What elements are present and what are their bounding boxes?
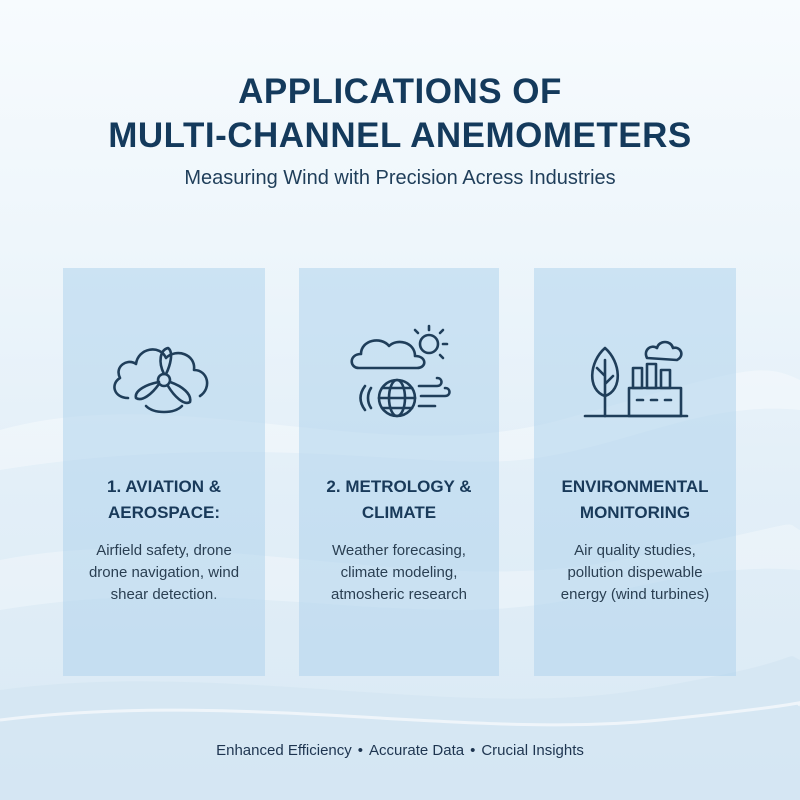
card-title-line: 2. METROLOGY & [326, 477, 472, 496]
card-desc-line: drone navigation, wind [88, 564, 240, 581]
tree-factory-icon [534, 318, 736, 428]
card-desc-line: Airfield safety, drone [96, 542, 232, 559]
card-description: Airfield safety, drone drone navigation,… [63, 540, 265, 606]
card-aviation: 1. AVIATION & AEROSPACE: Airfield safety… [63, 268, 265, 676]
propeller-cloud-icon [63, 318, 265, 428]
footer-separator: • [357, 742, 364, 759]
page-title: APPLICATIONS OF MULTI-CHANNEL ANEMOMETER… [0, 70, 800, 158]
card-metrology: 2. METROLOGY & CLIMATE Weather forecasin… [299, 268, 499, 676]
footer-item: Crucial Insights [481, 742, 584, 759]
card-title: 2. METROLOGY & CLIMATE [299, 474, 499, 526]
card-desc-line: energy (wind turbines) [560, 586, 710, 603]
card-title-line: AEROSPACE: [107, 503, 221, 522]
card-desc-line: shear detection. [110, 586, 218, 603]
footer-item: Enhanced Efficiency [216, 742, 352, 759]
title-line-1: APPLICATIONS OF [238, 72, 562, 111]
weather-globe-icon [299, 318, 499, 428]
card-title: 1. AVIATION & AEROSPACE: [63, 474, 265, 526]
card-title-line: 1. AVIATION & [107, 477, 221, 496]
card-title-line: MONITORING [579, 503, 691, 522]
title-line-2: MULTI-CHANNEL ANEMOMETERS [108, 116, 692, 155]
footer-item: Accurate Data [369, 742, 465, 759]
card-desc-line: climate modeling, [340, 564, 458, 581]
card-description: Weather forecasing, climate modeling, at… [299, 540, 499, 606]
card-description: Air quality studies, pollution dispewabl… [534, 540, 736, 606]
card-desc-line: atmosheric research [331, 586, 467, 603]
footer-separator: • [470, 742, 476, 759]
card-environmental: ENVIRONMENTAL MONITORING Air quality stu… [534, 268, 736, 676]
footer-tagline: Enhanced Efficiency • Accurate Data • Crucia… [0, 742, 800, 759]
card-desc-line: Weather forecasing, [332, 542, 466, 559]
card-title: ENVIRONMENTAL MONITORING [534, 474, 736, 526]
card-desc-line: pollution dispewable [567, 564, 703, 581]
card-title-line: ENVIRONMENTAL [561, 477, 709, 496]
card-title-line: CLIMATE [361, 503, 437, 522]
page-subtitle: Measuring Wind with Precision Acress Ind… [184, 167, 616, 189]
card-desc-line: Air quality studies, [574, 542, 696, 559]
